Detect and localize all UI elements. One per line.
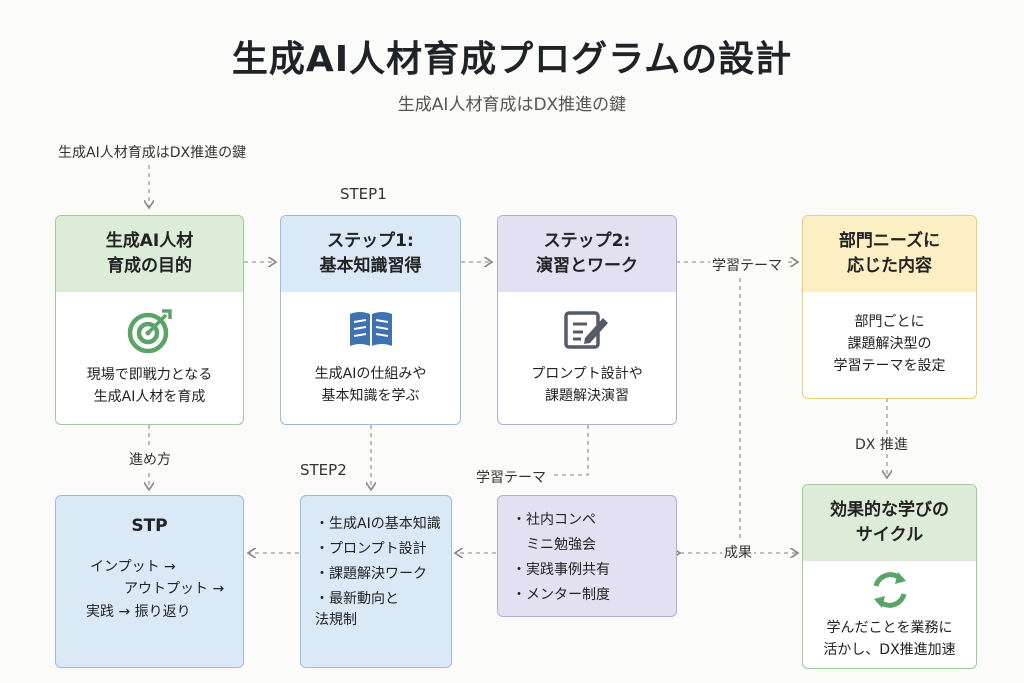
step2-topic-list: ・生成AIの基本知識 ・プロンプト設計 ・課題解決ワーク ・最新動向と 法規制 (301, 496, 451, 631)
card-step1-title: ステップ1: 基本知識習得 (281, 216, 460, 292)
card-stp-title: STP (131, 516, 168, 536)
list-item: ・社内コンペ (512, 512, 596, 528)
card-cycle-title: 効果的な学びの サイクル (803, 485, 976, 561)
card-purpose: 生成AI人材 育成の目的 現場で即戦力となる 生成AI人材を育成 (55, 215, 244, 425)
top-note: 生成AI人材育成はDX推進の鍵 (58, 145, 247, 161)
book-icon (349, 312, 392, 347)
label-dx-promote: DX 推進 (853, 434, 910, 454)
card-purpose-text: 現場で即戦力となる 生成AI人材を育成 (86, 367, 213, 405)
list-item: ・メンター制度 (512, 587, 610, 603)
label-result: 成果 (722, 542, 754, 562)
label-learning-theme-right: 学習テーマ (710, 255, 784, 275)
card-learning-cycle: 効果的な学びの サイクル 学んだことを業務に 活かし、DX推進加速 (802, 484, 977, 669)
card-stp: STP インプット → アウトプット → 実践 → 振り返り (55, 495, 244, 668)
page-title: 生成AI人材育成プログラムの設計 (231, 39, 793, 80)
cycle-arrows-icon (873, 571, 906, 608)
list-item: ・実践事例共有 (512, 562, 610, 578)
card-step2-list: ・生成AIの基本知識 ・プロンプト設計 ・課題解決ワーク ・最新動向と 法規制 (300, 495, 452, 668)
label-learning-theme-mid: 学習テーマ (474, 467, 548, 487)
list-item: ・生成AIの基本知識 (315, 516, 441, 532)
card-cycle-text: 学んだことを業務に 活かし、DX推進加速 (823, 619, 956, 658)
card-dept-needs: 部門ニーズに 応じた内容 部門ごとに 課題解決型の 学習テーマを設定 (802, 215, 977, 399)
card-dept-text: 部門ごとに 課題解決型の 学習テーマを設定 (833, 314, 946, 374)
card-dept-title: 部門ニーズに 応じた内容 (803, 216, 976, 292)
label-promote: 進め方 (127, 449, 173, 469)
stp-line-input: インプット → (90, 559, 176, 575)
stp-line-practice: 実践 → 振り返り (86, 603, 191, 620)
target-icon (127, 309, 172, 354)
card-step1-text: 生成AIの仕組みや 基本知識を学ぶ (314, 366, 427, 404)
line-step2-to-theme (552, 425, 589, 476)
stp-line-output: アウトプット → (124, 581, 225, 598)
list-item: ・課題解決ワーク (315, 566, 427, 582)
card-step2: ステップ2: 演習とワーク プロンプト設計や 課題解決演習 (497, 215, 677, 425)
label-step2: STEP2 (300, 461, 347, 479)
card-step1: ステップ1: 基本知識習得 生成AIの仕組みや 基本知識を学ぶ (280, 215, 461, 425)
card-purpose-title: 生成AI人材 育成の目的 (56, 216, 243, 292)
label-step1: STEP1 (340, 185, 387, 203)
card-step2-title: ステップ2: 演習とワーク (498, 216, 676, 292)
list-item: ・最新動向と 法規制 (315, 591, 399, 628)
card-support-list: ・社内コンペ ミニ勉強会 ・実践事例共有 ・メンター制度 (497, 495, 677, 617)
page-subtitle: 生成AI人材育成はDX推進の鍵 (397, 95, 627, 115)
card-step2-text: プロンプト設計や 課題解決演習 (531, 366, 643, 404)
support-list: ・社内コンペ ミニ勉強会 ・実践事例共有 ・メンター制度 (498, 496, 676, 606)
list-item: ミニ勉強会 (526, 537, 596, 553)
edit-document-icon (564, 311, 608, 350)
list-item: ・プロンプト設計 (315, 541, 427, 557)
